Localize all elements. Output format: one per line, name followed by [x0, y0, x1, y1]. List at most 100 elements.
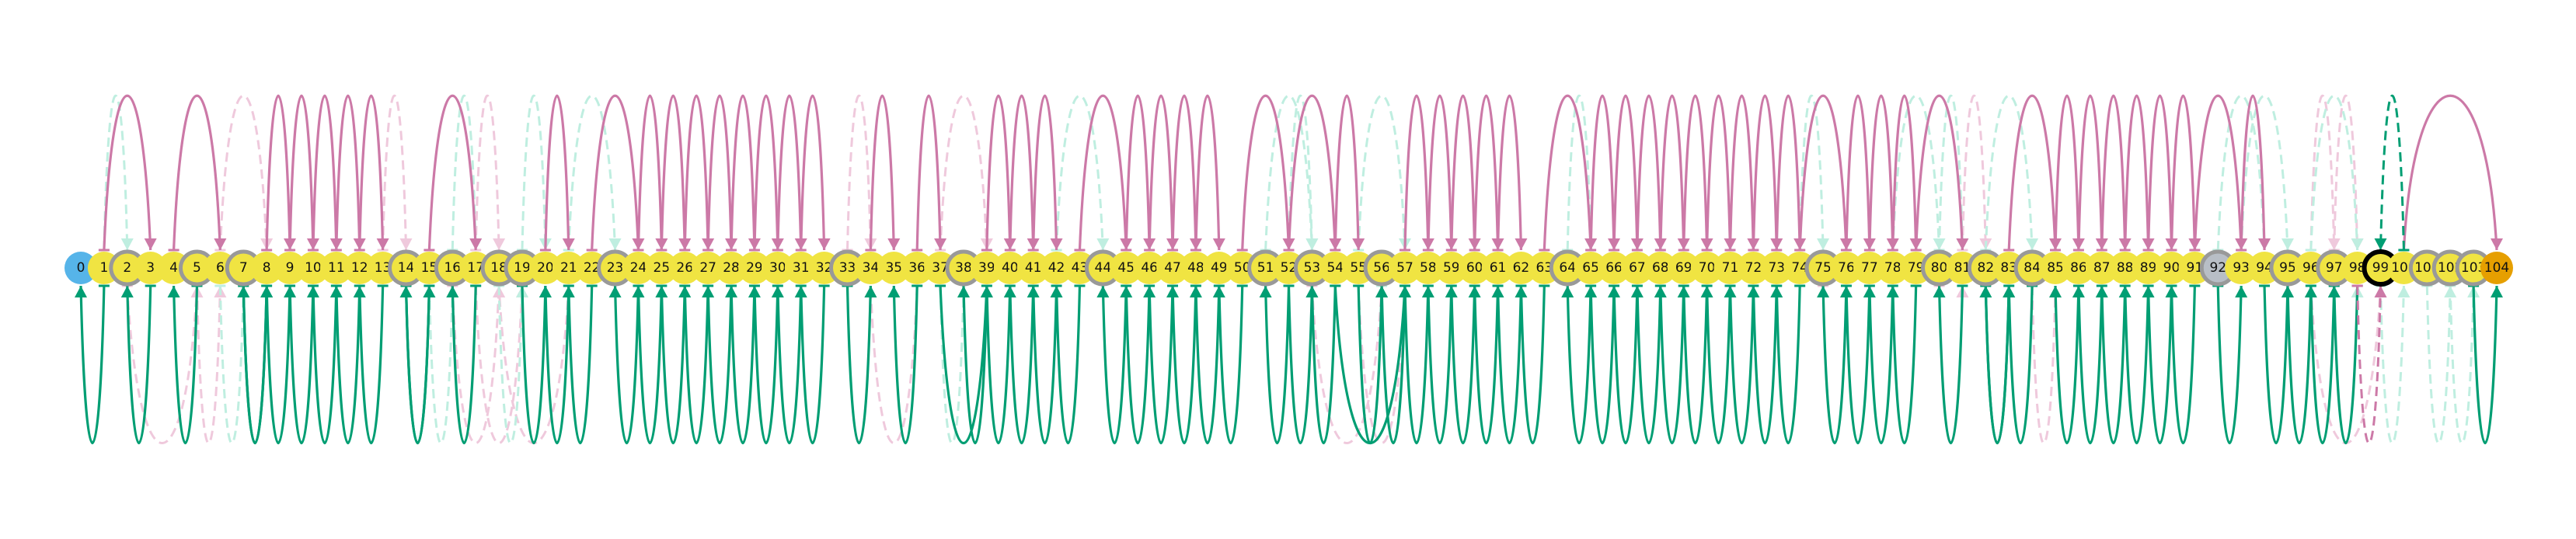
node-label: 20	[537, 260, 554, 276]
node-49: 49	[1202, 252, 1236, 284]
arrowhead	[1863, 286, 1876, 297]
bottom-arc	[2263, 285, 2289, 445]
top-arc	[1891, 94, 1918, 251]
bottom-arc	[2146, 285, 2173, 445]
node-57: 57	[1388, 252, 1421, 284]
top-arc	[1798, 94, 1825, 251]
arrowhead	[399, 238, 413, 250]
top-arc	[1891, 94, 1941, 251]
node-circle	[901, 252, 934, 284]
node-82: 82	[1967, 249, 2004, 287]
arrowhead	[120, 286, 134, 297]
node-label: 19	[514, 260, 531, 276]
node-label: 46	[1141, 260, 1158, 276]
bottom-arc	[404, 285, 431, 445]
node-45: 45	[1110, 252, 1143, 284]
node-label: 96	[2302, 260, 2320, 276]
arrowhead	[2049, 286, 2062, 297]
node-circle	[761, 252, 794, 284]
node-circle	[1411, 252, 1445, 284]
top-arc	[636, 94, 663, 251]
arrowhead	[2327, 286, 2341, 297]
node-85: 85	[2039, 252, 2072, 284]
arrowhead	[120, 238, 134, 250]
arrowhead	[2491, 238, 2503, 250]
bottom-arc	[1473, 285, 1500, 445]
node-70: 70	[1690, 252, 1724, 284]
node-61: 61	[1481, 252, 1515, 284]
node-circle	[1110, 252, 1143, 284]
bottom-arc	[2286, 285, 2313, 445]
node-label: 60	[1466, 260, 1483, 276]
bottom-arc	[1357, 285, 1407, 444]
node-14: 14	[388, 249, 425, 287]
arrowhead	[1305, 238, 1319, 250]
node-66: 66	[1598, 252, 1631, 284]
node-circle	[296, 252, 329, 284]
arrowhead	[2165, 286, 2178, 297]
arrowhead	[655, 286, 668, 297]
node-circle	[1737, 252, 1770, 284]
bottom-arc	[242, 285, 268, 445]
node-label: 6	[216, 260, 225, 276]
node-label: 81	[1954, 260, 1971, 276]
node-circle	[668, 252, 702, 284]
arrowhead	[1352, 238, 1365, 250]
node-label: 64	[1559, 260, 1576, 276]
top-arc	[335, 94, 361, 251]
node-label: 88	[2117, 260, 2134, 276]
node-12: 12	[343, 252, 376, 284]
node-97: 97	[2316, 249, 2353, 287]
arrowhead	[1747, 286, 1760, 297]
top-arc	[1264, 94, 1313, 251]
node-circle	[1156, 252, 1190, 284]
bottom-arc	[1148, 285, 1174, 445]
node-label: 51	[1257, 260, 1274, 276]
node-circle	[692, 252, 725, 284]
node-circle	[1202, 252, 1236, 284]
top-arc	[1403, 94, 1430, 251]
node-label: 16	[444, 260, 461, 276]
node-69: 69	[1667, 252, 1700, 284]
node-label: 74	[1791, 260, 1808, 276]
bottom-arc	[2333, 285, 2359, 445]
node-77: 77	[1853, 252, 1886, 284]
arrowhead	[1468, 286, 1481, 297]
node-label: 4	[169, 260, 178, 276]
top-arc	[1496, 94, 1523, 251]
bottom-arc	[2449, 285, 2475, 444]
node-label: 32	[816, 260, 833, 276]
arrowhead	[167, 286, 180, 297]
top-arc	[1566, 94, 1592, 251]
node-label: 94	[2256, 260, 2273, 276]
arrowhead	[2258, 238, 2271, 250]
node-27: 27	[692, 252, 725, 284]
top-arc	[869, 94, 895, 251]
node-label: 52	[1281, 260, 1298, 276]
top-arc	[939, 94, 988, 251]
arrowhead	[1677, 286, 1690, 297]
node-label: 11	[328, 260, 345, 276]
node-label: 37	[932, 260, 949, 276]
top-arc	[915, 94, 942, 251]
node-41: 41	[1016, 252, 1050, 284]
node-51: 51	[1247, 249, 1285, 287]
bottom-arc	[265, 285, 291, 445]
node-label: 3	[146, 260, 155, 276]
node-label: 35	[885, 260, 902, 276]
bottom-arc	[660, 285, 686, 445]
node-circle	[1481, 252, 1515, 284]
node-label: 77	[1861, 260, 1878, 276]
bottom-arc	[1519, 285, 1546, 445]
arrowhead	[1770, 286, 1783, 297]
arrowhead	[1027, 286, 1040, 297]
node-label: 79	[1908, 260, 1925, 276]
node-label: 49	[1211, 260, 1228, 276]
arrowhead	[376, 238, 389, 250]
node-circle	[1620, 252, 1654, 284]
node-label: 40	[1002, 260, 1019, 276]
node-circle	[2039, 252, 2072, 284]
bottom-arc	[2170, 285, 2196, 445]
node-label: 57	[1396, 260, 1413, 276]
